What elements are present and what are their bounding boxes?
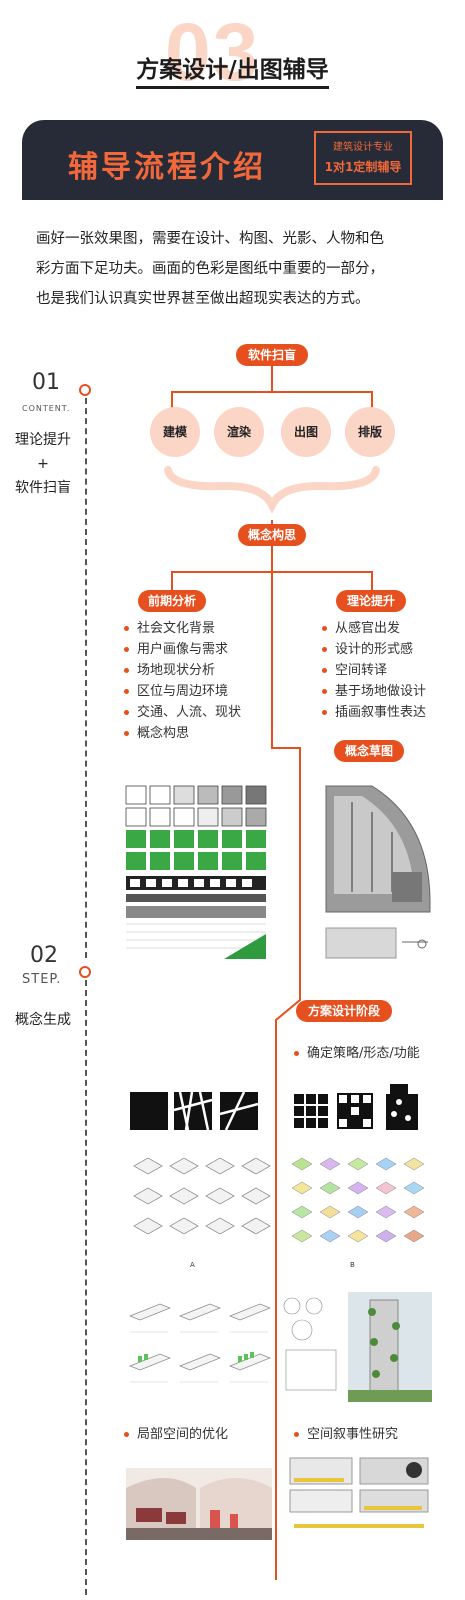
concept-sketch-image (325, 785, 431, 959)
list-item: 概念构思 (124, 723, 241, 744)
banner-title: 辅导流程介绍 (68, 150, 266, 185)
bottom-left-bullet: 局部空间的优化 (124, 1424, 228, 1445)
list-item: 确定策略/形态/功能 (294, 1043, 420, 1064)
banner-badge (314, 131, 412, 185)
list-item: 基于场地做设计 (322, 681, 426, 702)
space-optimization-image (126, 1468, 272, 1540)
circle-layout: 排版 (345, 407, 395, 457)
bottom-right-bullet: 空间叙事性研究 (294, 1424, 398, 1445)
step1-label: CONTENT. (22, 404, 71, 413)
step2-text: 概念生成 (15, 1012, 71, 1028)
page-title: 方案设计/出图辅导 (0, 50, 465, 89)
pill-sketch: 概念草图 (334, 740, 404, 762)
axonometric-studies-a (133, 1157, 271, 1235)
pill-early-analysis: 前期分析 (138, 590, 206, 612)
step1-text: 理论提升 + 软件扫盲 (15, 432, 71, 496)
intro-line: 也是我们认识真实世界甚至做出超现实表达的方式。 (36, 291, 370, 307)
pill-concept: 概念构思 (238, 524, 306, 546)
step2-number: 02 (30, 943, 58, 968)
list-item: 空间转译 (322, 660, 426, 681)
list-item: 从感官出发 (322, 618, 426, 639)
narrative-study-image (284, 1450, 434, 1540)
label-a: A (190, 1261, 195, 1269)
step2-label: STEP. (22, 972, 62, 987)
circle-modeling: 建模 (150, 407, 200, 457)
banner (22, 120, 443, 200)
form-study-shapes-a (130, 1091, 259, 1131)
section-number: 03 (165, 7, 261, 98)
step1-number: 01 (32, 370, 60, 395)
axonometric-studies-b (291, 1157, 425, 1243)
label-b: B (350, 1261, 355, 1269)
list-item: 空间叙事性研究 (294, 1424, 398, 1445)
pill-software: 软件扫盲 (236, 344, 308, 366)
right-list: 从感官出发 设计的形式感 空间转译 基于场地做设计 插画叙事性表达 (322, 618, 426, 723)
pill-design-phase: 方案设计阶段 (296, 1000, 392, 1022)
timeline-line (85, 398, 87, 958)
list-item: 场地现状分析 (124, 660, 241, 681)
list-item: 用户画像与需求 (124, 639, 241, 660)
list-item: 局部空间的优化 (124, 1424, 228, 1445)
banner-badge-line1: 建筑设计专业 (333, 142, 393, 153)
list-item: 设计的形式感 (322, 639, 426, 660)
timeline-dot (79, 384, 91, 396)
pill-theory: 理论提升 (336, 590, 406, 612)
analysis-diagram-image (124, 784, 274, 964)
intro-line: 彩方面下足功夫。画面的色彩是图纸中重要的一部分， (36, 261, 384, 277)
list-item: 区位与周边环境 (124, 681, 241, 702)
intro-text: 画好一张效果图，需要在设计、构图、光影、人物和色 彩方面下足功夫。画面的色彩是图… (36, 224, 436, 314)
circle-output: 出图 (281, 407, 331, 457)
volume-diagrams (129, 1303, 271, 1383)
left-list: 社会文化背景 用户画像与需求 场地现状分析 区位与周边环境 交通、人流、现状 概… (124, 618, 241, 744)
tower-render-image (280, 1292, 432, 1402)
list-item: 社会文化背景 (124, 618, 241, 639)
banner-badge-line2: 1对1定制辅导 (324, 160, 402, 174)
list-item: 插画叙事性表达 (322, 702, 426, 723)
timeline-line (85, 980, 87, 1595)
circle-rendering: 渲染 (214, 407, 264, 457)
timeline-dot (79, 966, 91, 978)
intro-line: 画好一张效果图，需要在设计、构图、光影、人物和色 (36, 231, 384, 247)
design-bullet: 确定策略/形态/功能 (294, 1043, 420, 1064)
form-study-shapes-b (294, 1084, 418, 1130)
list-item: 交通、人流、现状 (124, 702, 241, 723)
